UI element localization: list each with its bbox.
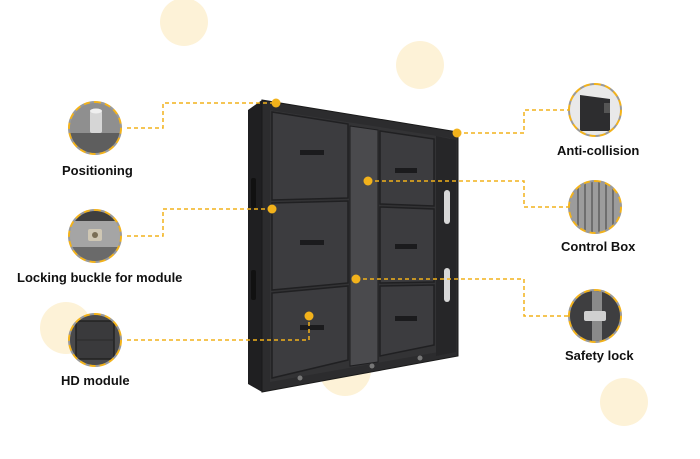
- dot-anti-collision: [452, 128, 462, 138]
- side-slot-top: [251, 178, 256, 208]
- dot-locking-buckle: [267, 204, 277, 214]
- positioning-thumb: [68, 101, 122, 155]
- decor-circle-top: [160, 0, 208, 46]
- latch-2: [300, 240, 324, 245]
- module-left-top: [271, 111, 349, 201]
- leader-locking-buckle: [127, 208, 272, 237]
- cabinet-right-rail: [436, 136, 456, 356]
- label-control-box: Control Box: [561, 239, 636, 254]
- dot-hd-module: [304, 311, 314, 321]
- leader-positioning: [127, 102, 276, 129]
- dot-safety-lock: [351, 274, 361, 284]
- handle-slot-top: [444, 190, 450, 224]
- safety-lock-icon: [570, 291, 620, 341]
- decor-circle-right: [600, 378, 648, 426]
- leader-anti-collision: [457, 109, 568, 134]
- bolt-3: [417, 355, 423, 361]
- cabinet-side: [248, 100, 262, 392]
- anti-collision-thumb: [568, 83, 622, 137]
- safety-lock-thumb: [568, 289, 622, 343]
- label-positioning: Positioning: [62, 163, 133, 178]
- control-box-icon: [570, 182, 620, 232]
- side-slot-bottom: [251, 270, 256, 300]
- bolt-1: [297, 375, 303, 381]
- hd-module-thumb: [68, 313, 122, 367]
- latch-3: [300, 325, 324, 330]
- latch-6: [395, 316, 417, 321]
- locking-buckle-thumb: [68, 209, 122, 263]
- latch-5: [395, 244, 417, 249]
- label-safety-lock: Safety lock: [565, 348, 634, 363]
- module-left-bottom: [271, 285, 349, 379]
- control-box-spine: [349, 125, 379, 367]
- hd-module-icon: [70, 315, 120, 365]
- leader-hd-module: [127, 316, 310, 341]
- leader-safety-lock: [356, 278, 568, 317]
- dot-control-box: [363, 176, 373, 186]
- label-locking-buckle: Locking buckle for module: [17, 270, 183, 285]
- decor-circle-mid: [396, 41, 444, 89]
- leader-control-box: [368, 180, 568, 208]
- handle-slot-bottom: [444, 268, 450, 302]
- latch-1: [300, 150, 324, 155]
- latch-4: [395, 168, 417, 173]
- bolt-2: [369, 363, 375, 369]
- control-box-thumb: [568, 180, 622, 234]
- locking-buckle-icon: [70, 211, 120, 261]
- anti-collision-corner-icon: [570, 85, 620, 135]
- module-left-mid: [271, 200, 349, 291]
- label-anti-collision: Anti-collision: [557, 143, 640, 158]
- dot-positioning: [271, 98, 281, 108]
- positioning-pin-icon: [70, 103, 120, 153]
- label-hd-module: HD module: [61, 373, 130, 388]
